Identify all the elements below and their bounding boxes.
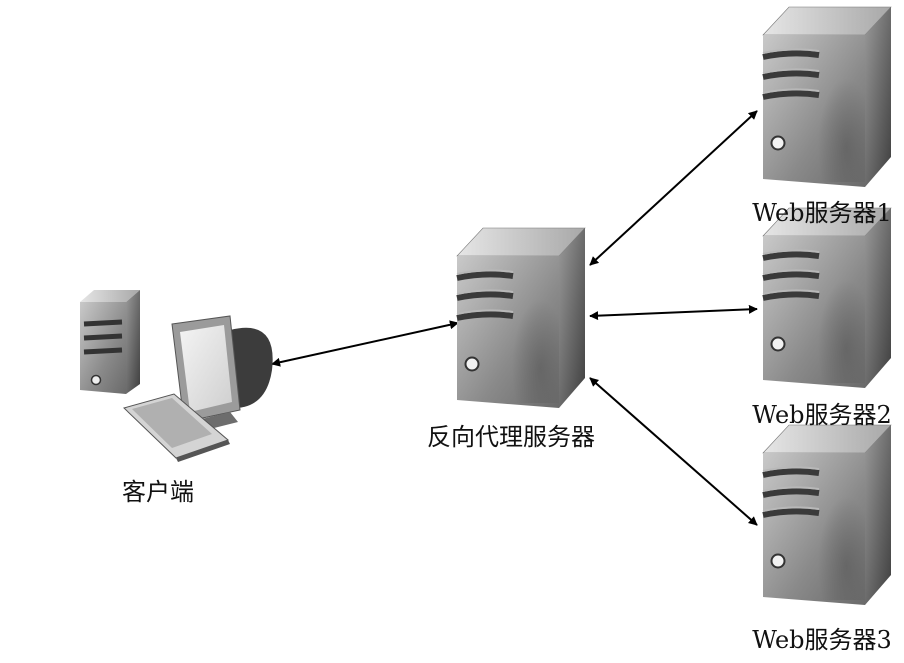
server-tower-icon [763, 425, 891, 605]
link-proxy-web2 [589, 304, 758, 321]
link-proxy-web1 [589, 110, 758, 266]
client-label: 客户端 [122, 478, 194, 506]
link-proxy-web3 [589, 377, 758, 526]
server-tower-icon [763, 7, 891, 187]
web2-label: Web服务器2 [752, 401, 892, 429]
server-tower-icon [457, 228, 585, 408]
server-tower-icon [763, 208, 891, 388]
proxy-label: 反向代理服务器 [427, 423, 595, 451]
web1-label: Web服务器1 [752, 199, 892, 227]
link-client-proxy [271, 320, 459, 367]
desktop-computer-icon [80, 290, 273, 462]
web3-label: Web服务器3 [752, 626, 892, 654]
